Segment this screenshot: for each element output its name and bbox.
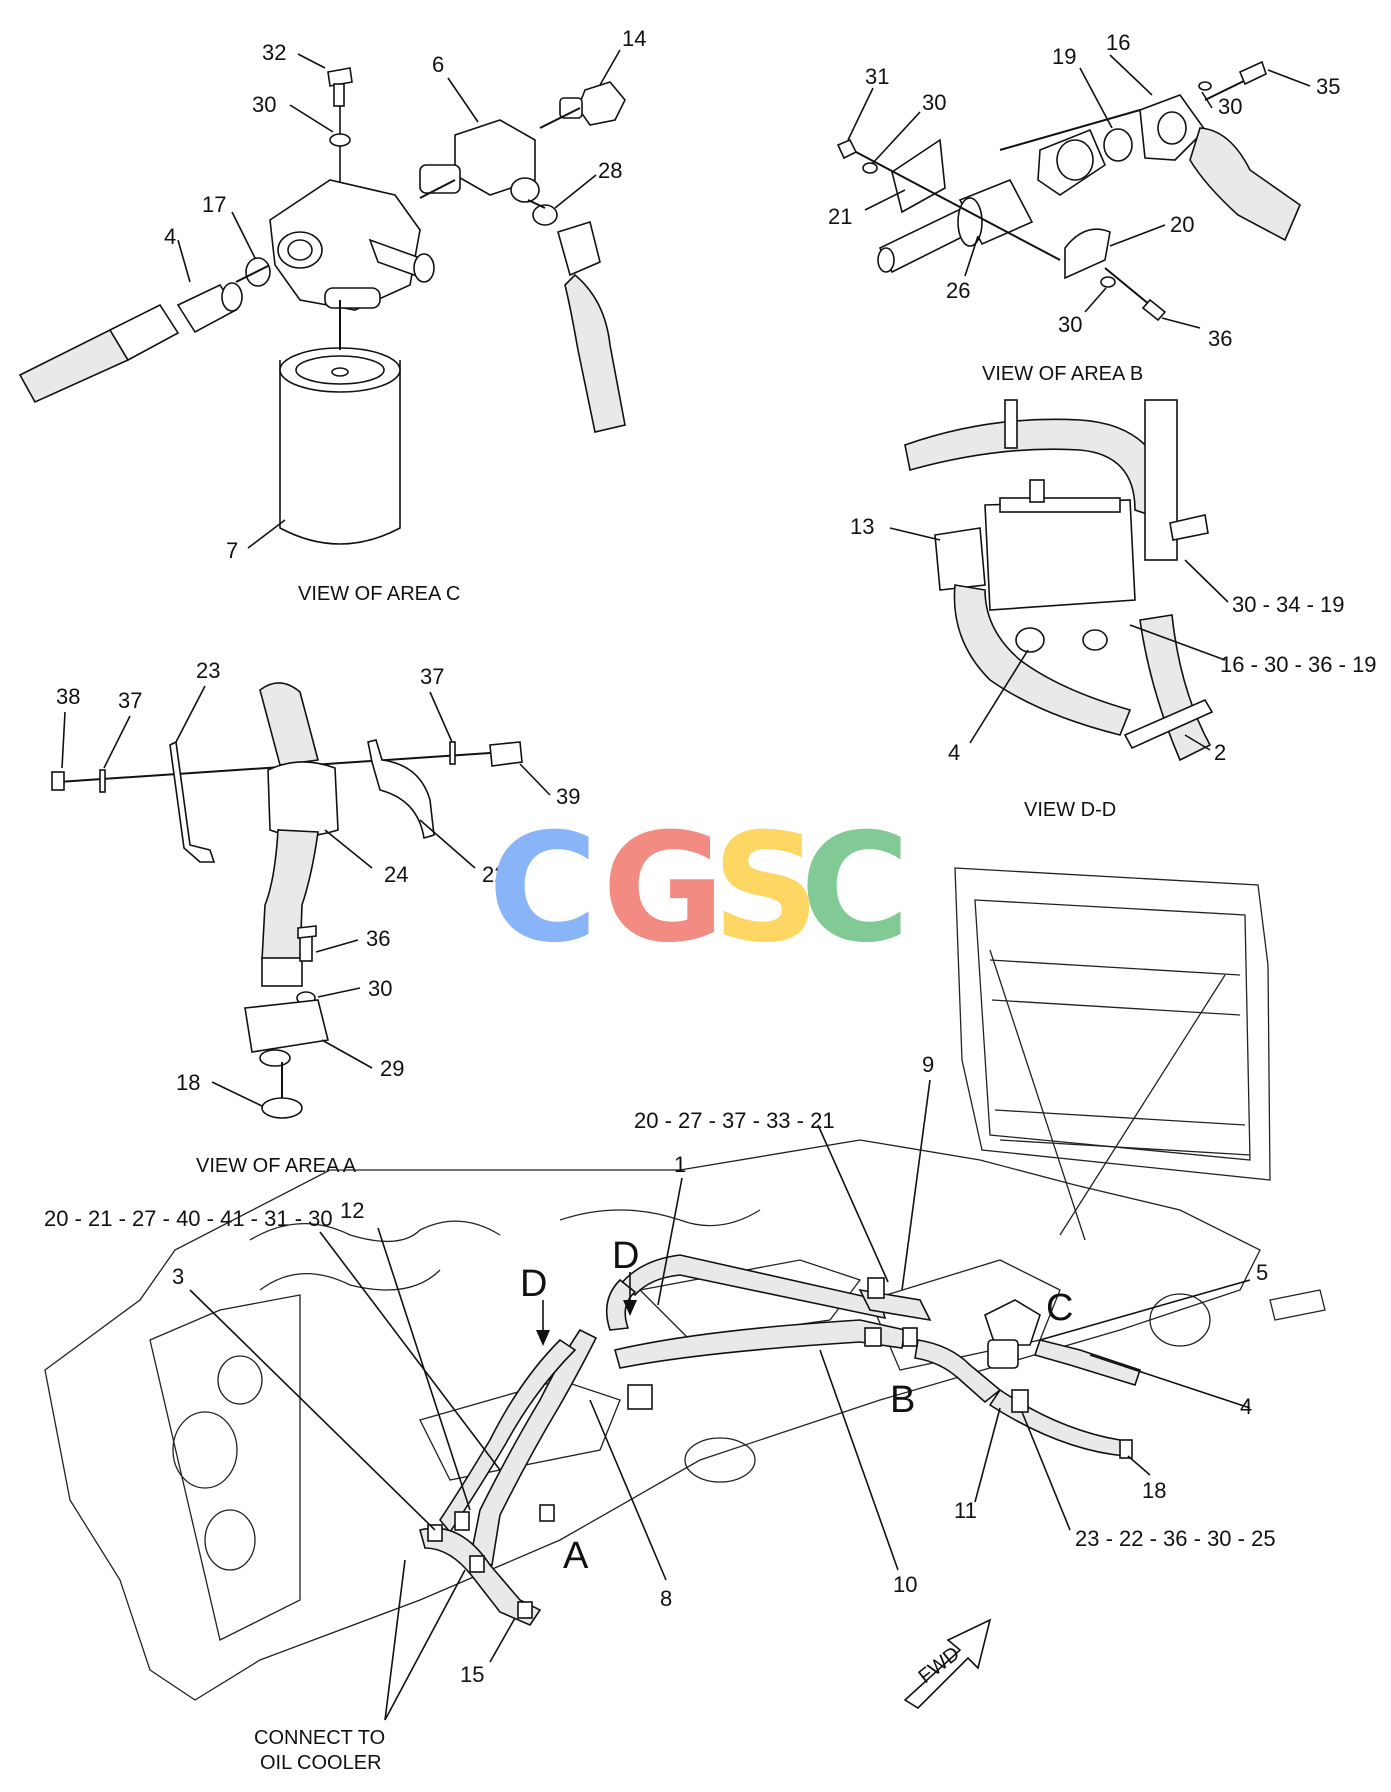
callout-17: 17 — [202, 192, 226, 217]
hose-8 — [469, 1328, 598, 1566]
callout-4-dd: 4 — [948, 740, 960, 765]
callout-5: 5 — [1256, 1260, 1268, 1285]
callout-4: 4 — [164, 224, 176, 249]
area-letter-a: A — [563, 1535, 589, 1577]
hose-top-a — [259, 682, 320, 766]
oil-filter-canister — [279, 360, 401, 545]
callout-7: 7 — [226, 538, 238, 563]
caption-view-d-d: VIEW D-D — [1024, 799, 1116, 821]
callout-30-right: 30 — [1218, 94, 1242, 119]
callout-13: 13 — [850, 514, 874, 539]
fwd-arrow — [903, 1618, 992, 1710]
area-letter-d-right: D — [612, 1235, 639, 1277]
callout-29: 29 — [380, 1056, 404, 1081]
callout-16-30-36-19: 16 - 30 - 36 - 19 — [1220, 652, 1377, 677]
control-module — [984, 499, 1136, 611]
callout-30-34-19: 30 - 34 - 19 — [1232, 592, 1345, 617]
note-connect-to: CONNECT TO — [254, 1727, 385, 1749]
callout-30: 30 — [252, 92, 276, 117]
callout-30-top: 30 — [922, 90, 946, 115]
area-letter-b: B — [890, 1379, 915, 1421]
callout-37-right: 37 — [420, 664, 444, 689]
caption-view-area-b: VIEW OF AREA B — [982, 363, 1143, 385]
callout-36: 36 — [1208, 326, 1232, 351]
callout-8: 8 — [660, 1586, 672, 1611]
hose-10 — [614, 1319, 906, 1369]
sensor-13 — [934, 527, 986, 591]
hose-right — [564, 273, 626, 433]
watermark-letter-g: G — [602, 802, 725, 976]
callout-9: 9 — [922, 1052, 934, 1077]
main-engine-view: FWD 20 - 27 - 37 - 33 - 21 9 1 20 - 21 -… — [44, 867, 1326, 1774]
callout-10: 10 — [893, 1572, 917, 1597]
watermark: C G S C — [488, 802, 910, 976]
callout-18-main: 18 — [1142, 1478, 1166, 1503]
caption-view-area-a: VIEW OF AREA A — [196, 1155, 357, 1177]
callout-20-27-37-33-21: 20 - 27 - 37 - 33 - 21 — [634, 1108, 835, 1133]
callout-35: 35 — [1316, 74, 1340, 99]
callout-15: 15 — [460, 1662, 484, 1687]
hose-12 — [439, 1338, 577, 1534]
area-letter-d-left: D — [520, 1263, 547, 1305]
callout-3: 3 — [172, 1264, 184, 1289]
callout-23: 23 — [196, 658, 220, 683]
hose-11 — [914, 1339, 1002, 1404]
callout-24: 24 — [384, 862, 408, 887]
callout-32: 32 — [262, 40, 286, 65]
hose-left — [18, 328, 130, 404]
callout-6: 6 — [432, 52, 444, 77]
callout-20-21-27-40-41-31-30: 20 - 21 - 27 - 40 - 41 - 31 - 30 — [44, 1206, 333, 1231]
callout-1: 1 — [674, 1152, 686, 1177]
view-area-a: 38 37 23 37 39 24 22 36 30 29 18 VIEW OF… — [51, 658, 580, 1177]
filter-base — [269, 179, 421, 311]
hose-b — [1189, 127, 1301, 242]
callout-30-bottom: 30 — [1058, 312, 1082, 337]
callout-26: 26 — [946, 278, 970, 303]
callout-39: 39 — [556, 784, 580, 809]
callout-38: 38 — [56, 684, 80, 709]
note-oil-cooler: OIL COOLER — [260, 1752, 382, 1774]
view-d-d: 13 30 - 34 - 19 16 - 30 - 36 - 19 4 2 VI… — [850, 399, 1377, 821]
engine-block — [44, 1139, 1261, 1701]
callout-2: 2 — [1214, 740, 1226, 765]
caption-view-area-c: VIEW OF AREA C — [298, 583, 460, 605]
bolt-39 — [489, 741, 523, 767]
view-area-c: 32 30 6 14 28 17 4 7 VIEW OF AREA C — [18, 26, 646, 605]
callout-4-main: 4 — [1240, 1394, 1252, 1419]
fitting-14 — [577, 81, 626, 126]
watermark-letter-c1: C — [488, 802, 598, 976]
callout-19: 19 — [1052, 44, 1076, 69]
strap-23 — [169, 740, 216, 863]
callout-18-a: 18 — [176, 1070, 200, 1095]
hose-15 — [419, 1527, 542, 1626]
callout-11: 11 — [954, 1498, 977, 1523]
callout-37-left: 37 — [118, 688, 142, 713]
filter-group-c — [984, 1299, 1041, 1346]
callout-36-a: 36 — [366, 926, 390, 951]
callout-22: 22 — [482, 862, 506, 887]
watermark-letter-s: S — [712, 802, 820, 976]
callout-14: 14 — [622, 26, 646, 51]
callout-28: 28 — [598, 158, 622, 183]
radiator — [954, 867, 1271, 1181]
flange-29 — [244, 999, 329, 1053]
view-area-b: 31 30 19 16 35 30 21 26 20 30 36 VIEW OF… — [828, 30, 1340, 385]
callout-16: 16 — [1106, 30, 1130, 55]
callout-31: 31 — [865, 64, 889, 89]
callout-30-a: 30 — [368, 976, 392, 1001]
callout-23-22-36-30-25: 23 - 22 - 36 - 30 - 25 — [1075, 1526, 1276, 1551]
callout-12: 12 — [340, 1198, 364, 1223]
watermark-letter-c2: C — [800, 802, 910, 976]
hose-lower-dd — [953, 584, 1132, 736]
nut-38 — [51, 771, 65, 791]
callout-21: 21 — [828, 204, 852, 229]
area-letter-c: C — [1046, 1287, 1073, 1329]
clamp-22 — [367, 739, 435, 840]
callout-20: 20 — [1170, 212, 1194, 237]
